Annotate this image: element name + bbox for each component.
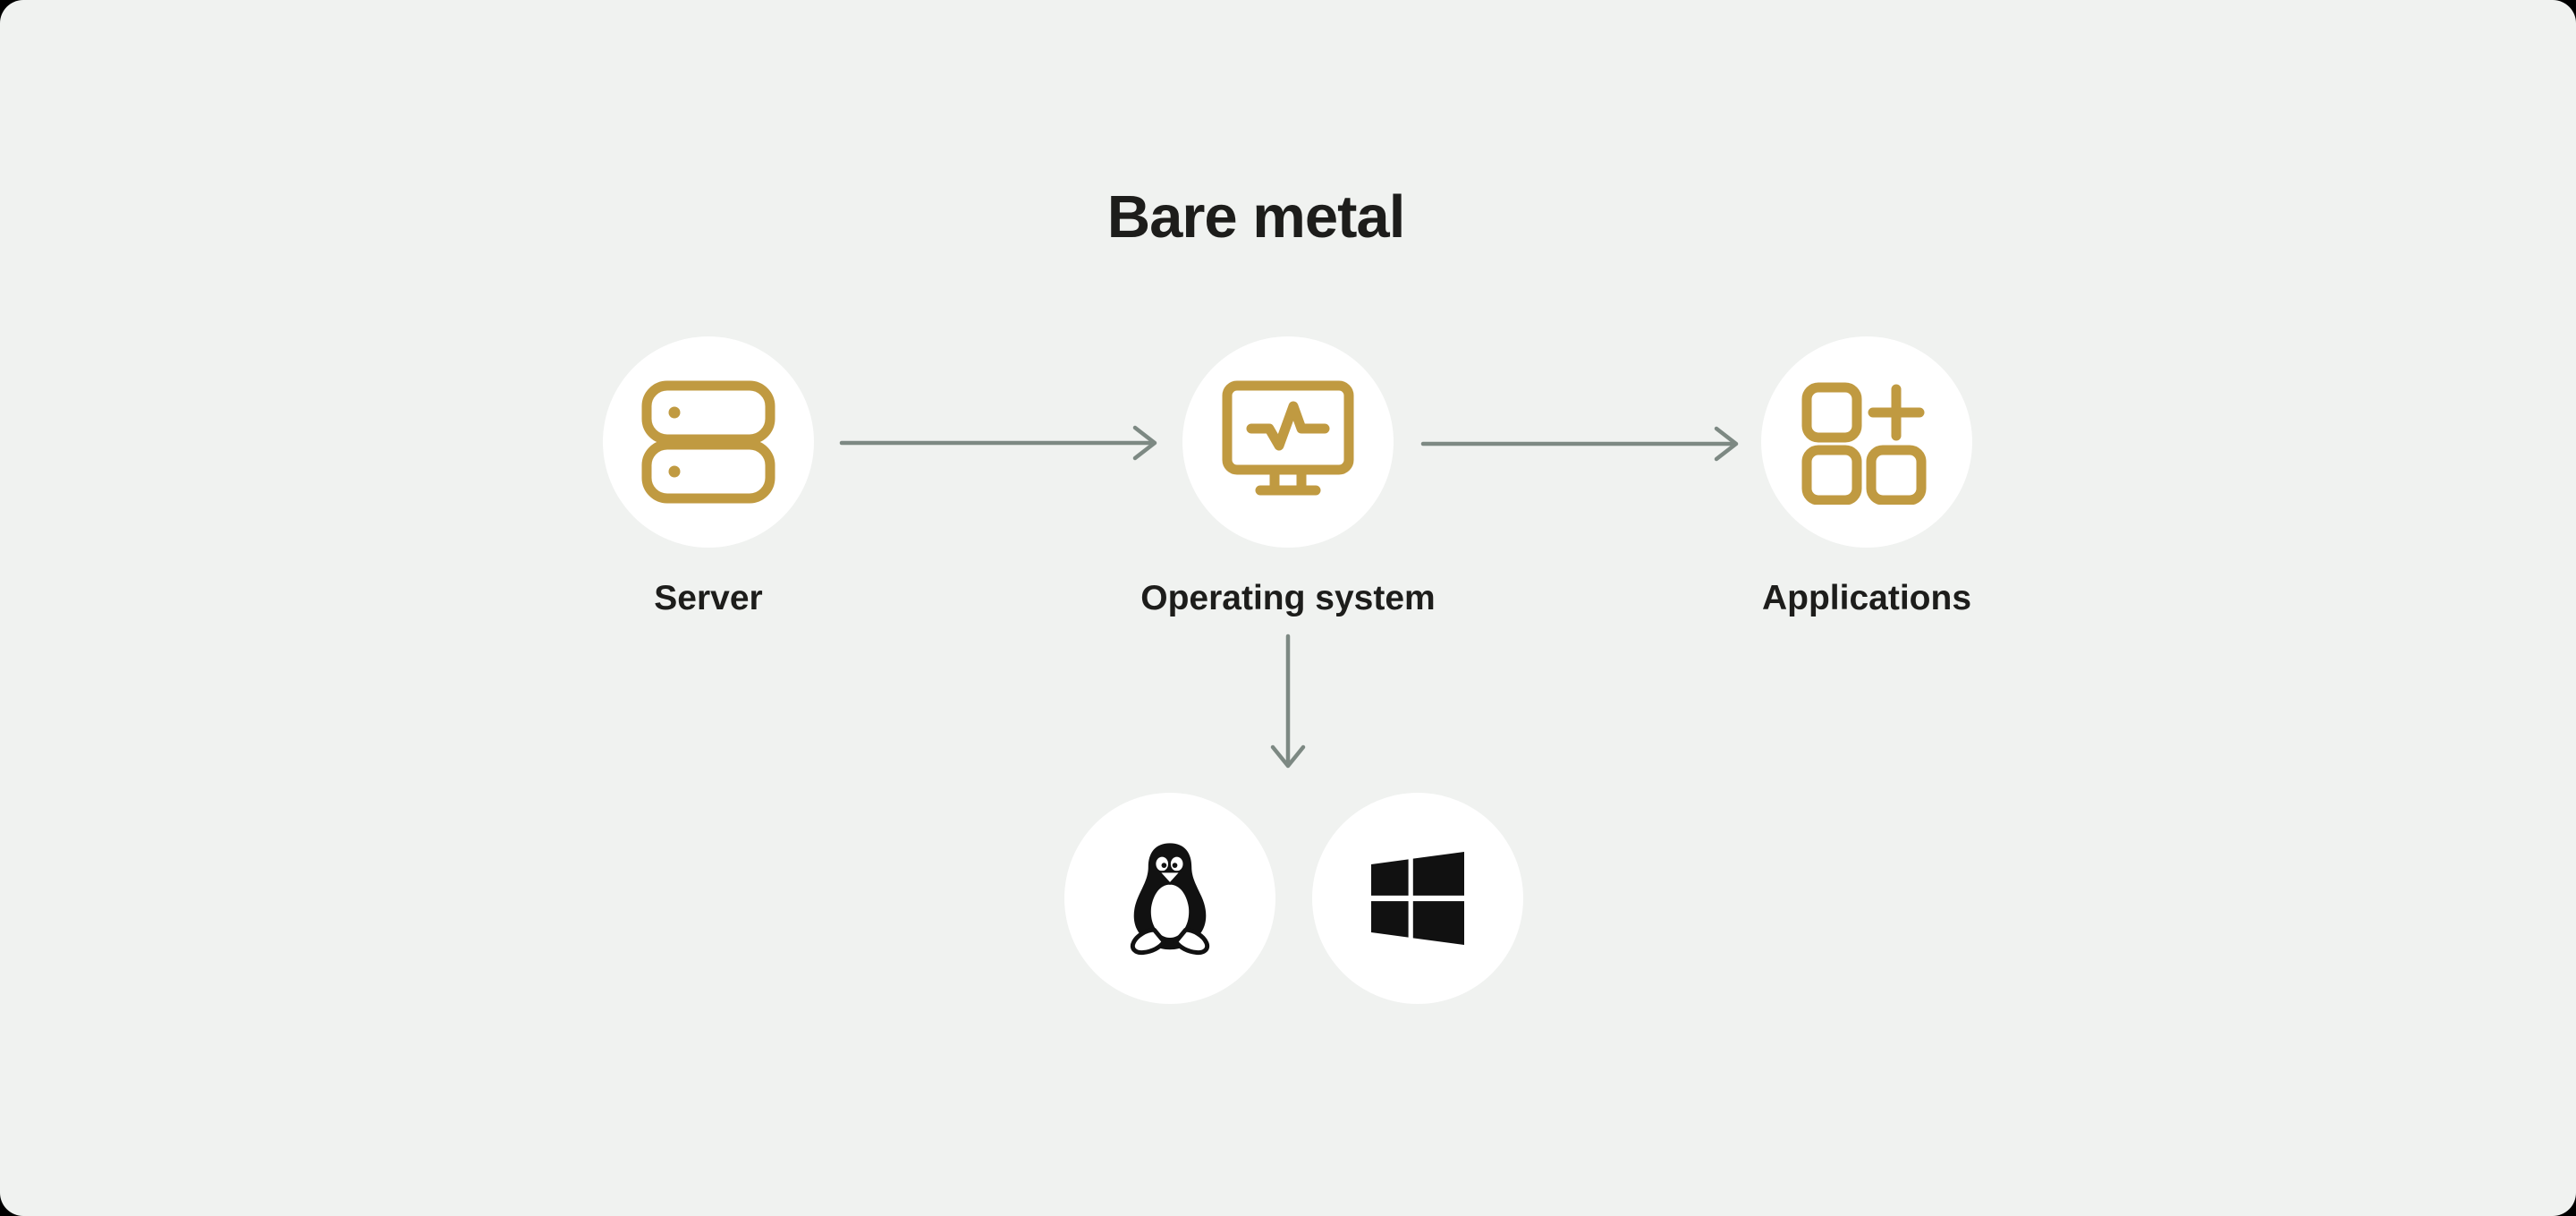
linux-node (1064, 793, 1275, 1004)
windows-node (1312, 793, 1523, 1004)
server-icon (641, 380, 775, 504)
arrow-os-to-applications (1420, 426, 1739, 462)
operating-system-label: Operating system (1140, 579, 1436, 617)
windows-logo-icon (1371, 852, 1464, 945)
app-grid-plus-icon (1801, 382, 1927, 505)
applications-label: Applications (1761, 579, 1972, 617)
page-title: Bare metal (1106, 183, 1406, 251)
applications-node (1761, 336, 1972, 548)
server-node (603, 336, 814, 548)
linux-tux-icon (1130, 843, 1210, 956)
arrow-os-down (1270, 634, 1306, 769)
monitor-activity-icon (1222, 380, 1354, 496)
server-label: Server (654, 579, 763, 617)
arrow-server-to-os (839, 425, 1157, 461)
operating-system-node (1182, 336, 1394, 548)
